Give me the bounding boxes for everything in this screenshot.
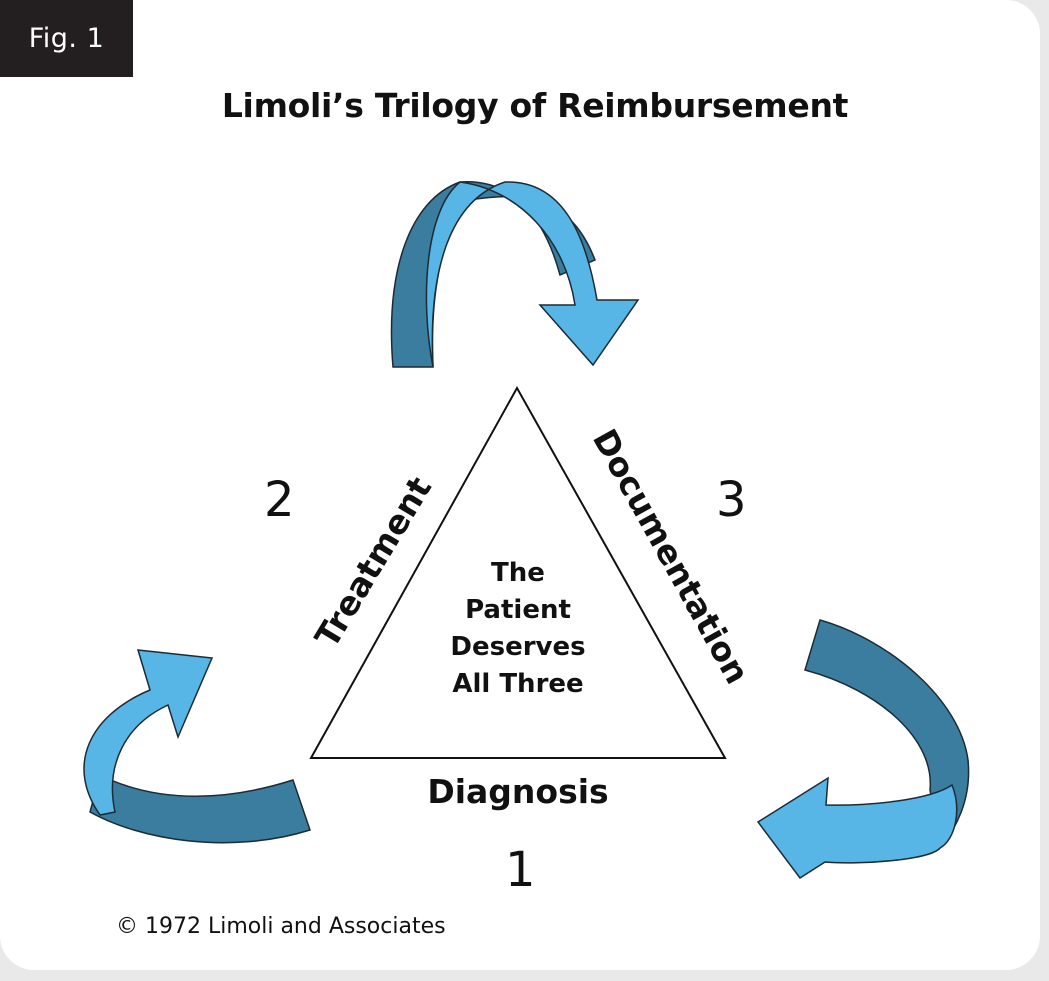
number-diagnosis: 1 [505,842,536,898]
number-treatment: 2 [264,472,295,528]
right-arrow-dark-band [804,619,970,850]
center-line: Patient [465,595,571,625]
left-arrow-inner-band [89,773,311,844]
center-line: All Three [452,669,584,699]
center-message: The Patient Deserves All Three [418,555,618,703]
left-arrow-outer-band [83,649,214,816]
figure-label: Fig. 1 [0,0,133,77]
right-arrow-light-band [756,776,958,880]
center-line: The [491,558,545,588]
diagnosis-label: Diagnosis [427,772,608,811]
copyright-notice: © 1972 Limoli and Associates [116,914,446,939]
center-line: Deserves [450,632,586,662]
diagram-title: Limoli’s Trilogy of Reimbursement [221,86,849,125]
number-documentation: 3 [716,472,747,528]
top-arrow-outer-band [425,181,640,368]
trilogy-triangle [309,385,727,759]
